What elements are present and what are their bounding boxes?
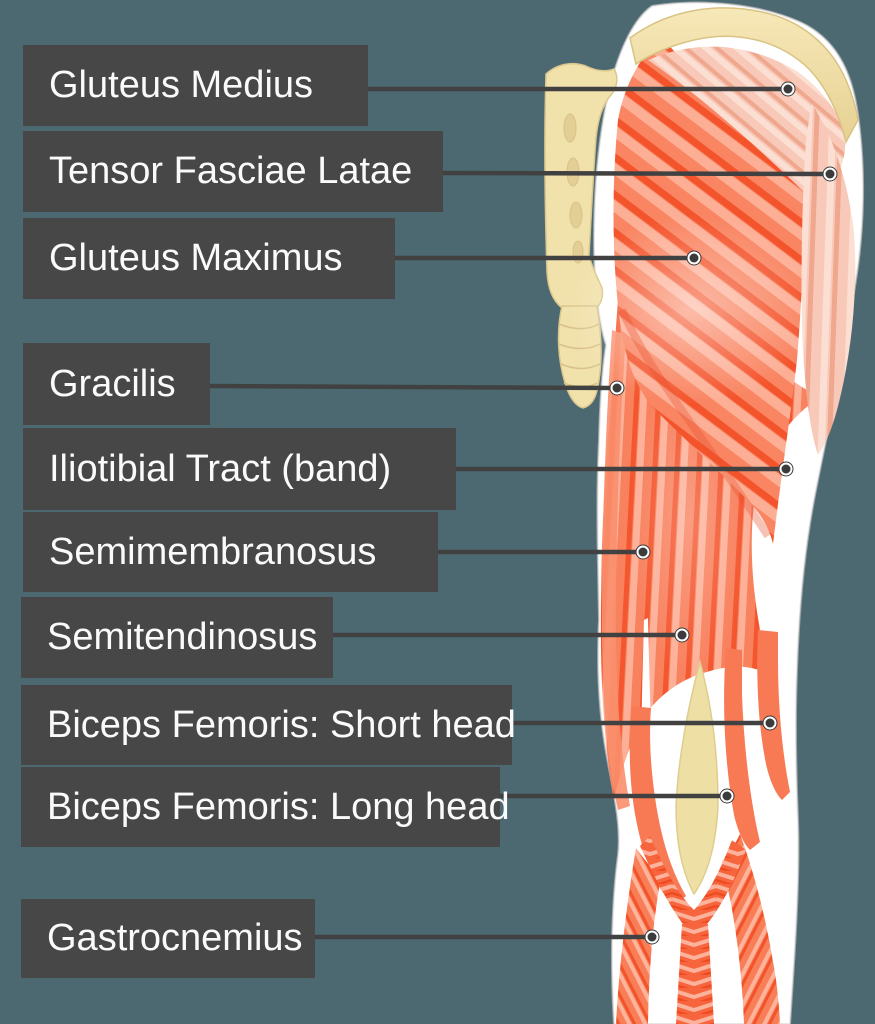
label-text: Gastrocnemius — [47, 917, 303, 959]
label-gastrocnemius[interactable]: Gastrocnemius — [21, 899, 315, 978]
label-text: Gracilis — [49, 362, 176, 405]
label-biceps-femoris-short-head[interactable]: Biceps Femoris: Short head — [21, 685, 516, 765]
label-gluteus-medius[interactable]: Gluteus Medius — [23, 45, 368, 126]
popliteal-femur-bone — [675, 659, 719, 896]
gastrocnemius-muscle[interactable] — [616, 834, 780, 1024]
gracilis-muscle[interactable] — [602, 330, 630, 810]
leader-dots — [609, 81, 838, 945]
gluteus-maximus-muscle[interactable] — [565, 36, 815, 544]
label-gluteus-maximus[interactable]: Gluteus Maximus — [23, 218, 395, 299]
label-text: Semitendinosus — [47, 616, 318, 658]
semitendinosus-tendon-strip — [629, 706, 686, 906]
label-tensor-fasciae-latae[interactable]: Tensor Fasciae Latae — [23, 131, 443, 212]
label-text: Gluteus Medius — [49, 64, 314, 106]
biceps-femoris-short-head-strip[interactable] — [757, 630, 790, 800]
label-text: Gluteus Maximus — [49, 237, 343, 279]
label-text: Biceps Femoris: Short head — [47, 703, 516, 746]
leader-lines — [207, 86, 831, 940]
label-iliotibial-tract[interactable]: Iliotibial Tract (band) — [23, 428, 456, 510]
label-text: Tensor Fasciae Latae — [49, 150, 413, 192]
label-text: Biceps Femoris: Long head — [47, 785, 510, 828]
label-text: Semimembranosus — [49, 530, 377, 573]
iliac-crest-bone — [629, 7, 859, 145]
label-gracilis[interactable]: Gracilis — [23, 343, 210, 425]
label-biceps-femoris-long-head[interactable]: Biceps Femoris: Long head — [21, 767, 510, 847]
label-text: Iliotibial Tract (band) — [49, 447, 392, 490]
label-semitendinosus[interactable]: Semitendinosus — [21, 597, 333, 678]
tensor-fasciae-latae-muscle[interactable] — [801, 104, 856, 455]
label-semimembranosus[interactable]: Semimembranosus — [23, 512, 438, 592]
gluteus-medius-muscle[interactable] — [648, 46, 846, 194]
